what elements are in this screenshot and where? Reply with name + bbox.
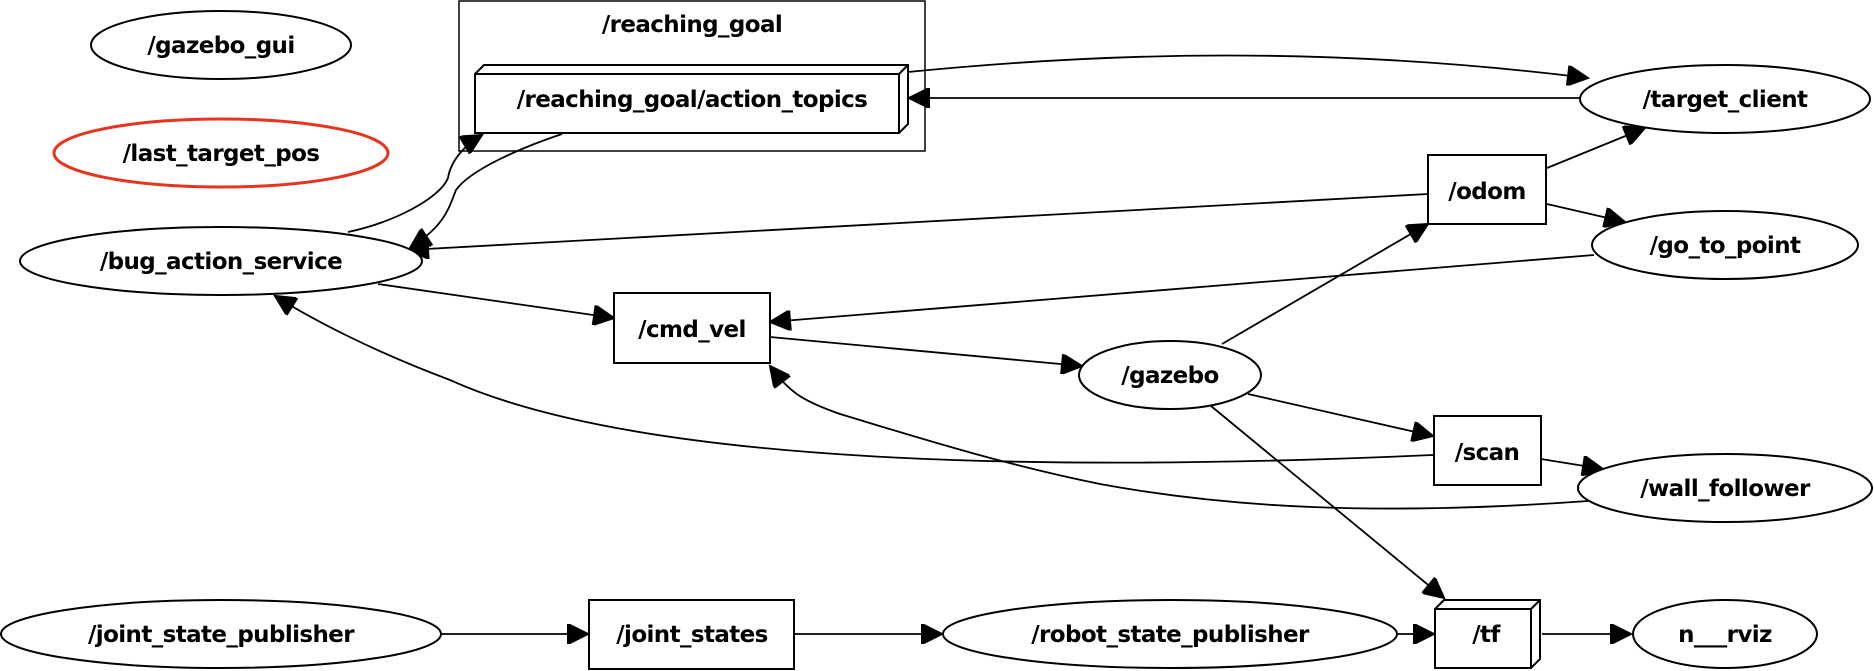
node-label: /odom <box>1448 179 1525 205</box>
edge-action-topics-to-bug-action-service[interactable] <box>410 133 563 248</box>
edge-bug-action-service-to-action-topics[interactable] <box>347 135 482 233</box>
edge-gazebo-to-tf[interactable] <box>1210 405 1444 598</box>
node-last-target-pos[interactable]: /last_target_pos <box>52 117 390 189</box>
node-go-to-point[interactable]: /go_to_point <box>1591 210 1859 280</box>
edge-gazebo-to-odom[interactable] <box>1221 224 1428 345</box>
node-label: n___rviz <box>1678 622 1772 648</box>
edge-odom-to-bug-action-service[interactable] <box>408 193 1429 250</box>
edges <box>275 54 1645 635</box>
node-label: /scan <box>1455 440 1520 466</box>
node-scan[interactable]: /scan <box>1433 415 1542 486</box>
edge-cmd-vel-to-gazebo[interactable] <box>769 336 1082 366</box>
node-label: /go_to_point <box>1650 233 1801 259</box>
node-joint-states[interactable]: /joint_states <box>588 599 795 670</box>
node-odom[interactable]: /odom <box>1427 154 1547 225</box>
edge-action-topics-to-target-client[interactable] <box>907 54 1588 79</box>
node-target-client[interactable]: /target_client <box>1579 64 1871 134</box>
node-gazebo[interactable]: /gazebo <box>1078 340 1262 410</box>
cluster-reaching-goal: /reaching_goal <box>458 0 926 152</box>
node-label: /gazebo <box>1121 363 1218 389</box>
node-label: /reaching_goal/action_topics <box>517 87 868 113</box>
node-label: /last_target_pos <box>123 141 320 167</box>
node-label: /wall_follower <box>1640 476 1811 502</box>
node-bug-action-service[interactable]: /bug_action_service <box>19 226 423 296</box>
node-action-topics[interactable]: /reaching_goal/action_topics <box>474 64 909 134</box>
edge-gazebo-to-scan[interactable] <box>1247 393 1433 436</box>
node-label: /joint_state_publisher <box>88 622 355 648</box>
edge-odom-to-target-client[interactable] <box>1546 128 1645 169</box>
node-label: /cmd_vel <box>638 317 746 343</box>
node-tf[interactable]: /tf <box>1434 599 1541 669</box>
node-n-rviz[interactable]: n___rviz <box>1632 599 1818 669</box>
node-joint-state-publisher[interactable]: /joint_state_publisher <box>0 599 442 669</box>
edge-scan-to-bug-action-service[interactable] <box>275 296 1434 464</box>
node-label: /target_client <box>1643 87 1808 113</box>
nodes: /gazebo_gui /last_target_pos /bug_action… <box>0 10 1873 670</box>
edge-bug-action-service-to-cmd-vel[interactable] <box>377 283 614 318</box>
edge-go-to-point-to-cmd-vel[interactable] <box>770 254 1595 322</box>
node-label: /bug_action_service <box>100 249 342 275</box>
node-label: /gazebo_gui <box>147 33 294 59</box>
node-robot-state-publisher[interactable]: /robot_state_publisher <box>942 599 1398 669</box>
node-gazebo-gui[interactable]: /gazebo_gui <box>90 10 352 80</box>
node-wall-follower[interactable]: /wall_follower <box>1577 453 1873 523</box>
node-label: /robot_state_publisher <box>1031 622 1310 648</box>
cluster-label: /reaching_goal <box>602 12 782 38</box>
node-cmd-vel[interactable]: /cmd_vel <box>613 292 771 364</box>
edge-scan-to-wall-follower[interactable] <box>1540 459 1603 469</box>
edge-odom-to-go-to-point[interactable] <box>1546 203 1625 222</box>
node-label: /tf <box>1472 622 1501 648</box>
edge-wall-follower-to-cmd-vel[interactable] <box>770 366 1589 510</box>
node-label: /joint_states <box>616 622 768 648</box>
